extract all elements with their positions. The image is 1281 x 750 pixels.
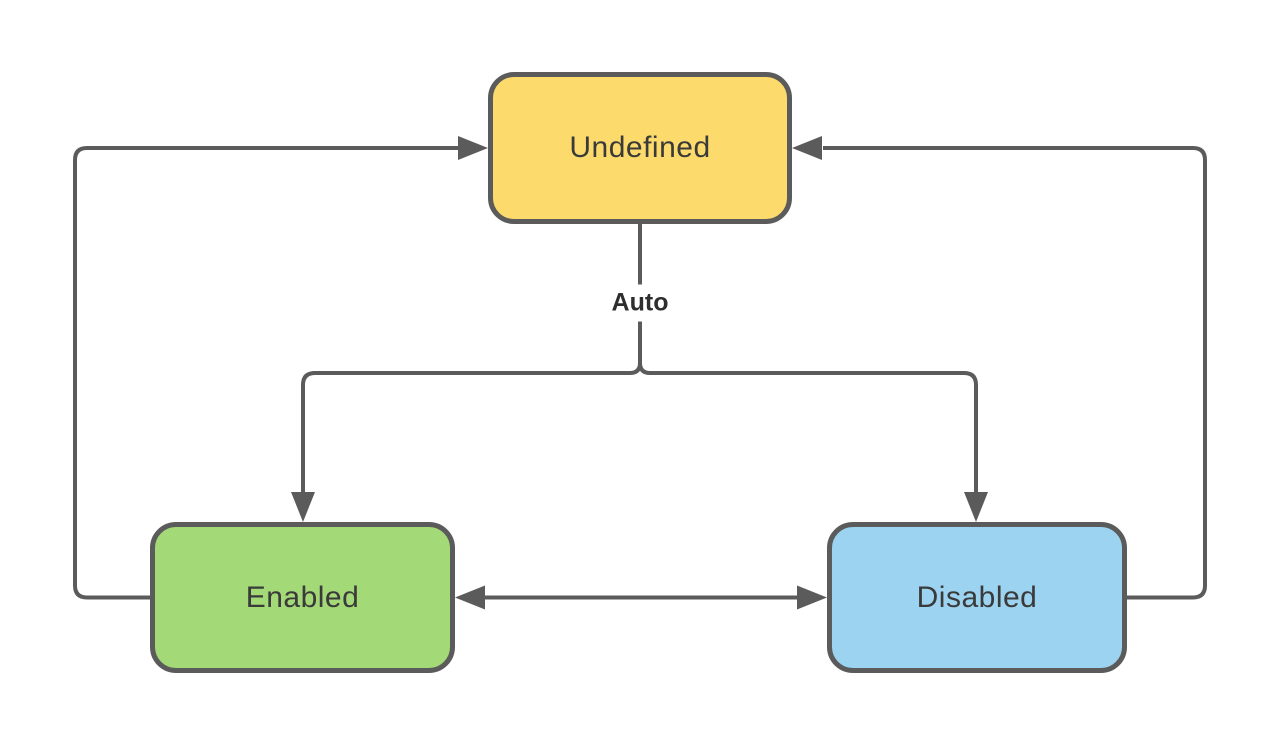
edge-undefined-to-disabled <box>638 362 988 522</box>
node-disabled[interactable]: Disabled <box>827 522 1127 673</box>
arrowhead-into-enabled-right <box>455 585 485 610</box>
node-enabled[interactable]: Enabled <box>150 522 455 673</box>
arrowhead-into-enabled-top <box>291 492 315 522</box>
arrowhead-into-undefined-left <box>458 136 488 160</box>
node-disabled-label: Disabled <box>916 580 1038 614</box>
edge-enabled-disabled-bidirectional <box>455 585 827 610</box>
arrowhead-into-disabled-top <box>964 492 988 522</box>
edge-undefined-to-enabled <box>291 362 642 522</box>
node-undefined[interactable]: Undefined <box>488 72 792 224</box>
arrowhead-into-disabled-left <box>797 585 827 610</box>
node-undefined-label: Undefined <box>569 131 711 164</box>
node-enabled-label: Enabled <box>245 580 360 614</box>
edge-label-auto: Auto <box>601 284 679 322</box>
edge-disabled-to-undefined <box>792 136 1207 600</box>
edge-enabled-to-undefined <box>73 136 488 600</box>
arrowhead-into-undefined-right <box>792 136 822 160</box>
